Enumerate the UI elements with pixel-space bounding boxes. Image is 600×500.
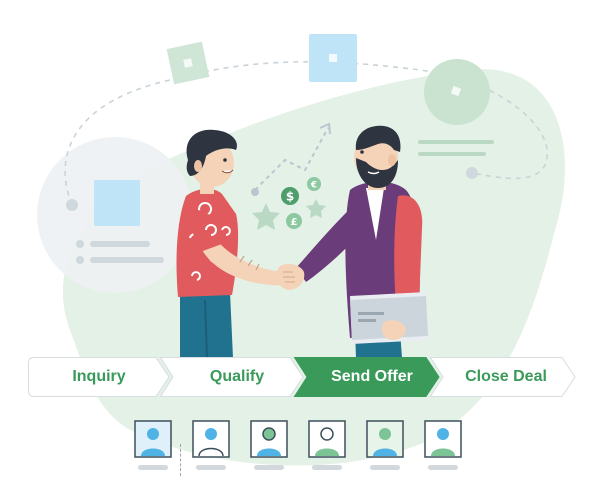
man-left (176, 129, 290, 359)
star-icon (252, 203, 280, 230)
man-right (275, 125, 428, 358)
dashed-path (64, 61, 548, 206)
contact-avatars (132, 420, 472, 476)
stage-label-inquiry: Inquiry (72, 368, 126, 385)
avatar-2[interactable] (192, 420, 232, 476)
avatar-5[interactable] (366, 420, 406, 476)
stage-label-close-deal: Close Deal (465, 368, 547, 385)
stage-shape (293, 357, 440, 397)
svg-text:$: $ (286, 190, 294, 204)
stage-shape (159, 357, 304, 397)
stage-close-deal[interactable]: Close Deal (429, 357, 576, 397)
decor-lines-right (418, 140, 494, 144)
stage-send-offer[interactable]: Send Offer (293, 357, 440, 397)
svg-text:€: € (310, 181, 317, 191)
path-dot-right (466, 167, 478, 179)
stage-label-qualify: Qualify (209, 368, 265, 385)
avatar-6[interactable] (424, 420, 464, 476)
stage-qualify[interactable]: Qualify (159, 357, 304, 397)
stage-inquiry[interactable]: Inquiry (28, 357, 170, 397)
avatar-1[interactable] (134, 420, 174, 476)
document-icon (350, 292, 428, 344)
pound-coin-icon: £ (286, 213, 302, 229)
star-icon-small (306, 199, 326, 218)
avatar-3[interactable] (250, 420, 290, 476)
stage-shape (429, 357, 576, 397)
decor-card-square (94, 180, 140, 226)
path-dot-left (66, 199, 78, 211)
euro-coin-icon: € (307, 177, 321, 191)
stage-shape (28, 357, 170, 397)
stage-label-send-offer: Send Offer (331, 368, 413, 385)
avatar-divider (180, 444, 181, 476)
svg-text:£: £ (291, 217, 298, 228)
dollar-coin-icon: $ (281, 187, 299, 205)
trend-arrow-icon (251, 122, 331, 196)
avatar-4[interactable] (308, 420, 348, 476)
sales-pipeline: Inquiry Qualify Send Offer Close Deal (28, 357, 576, 397)
